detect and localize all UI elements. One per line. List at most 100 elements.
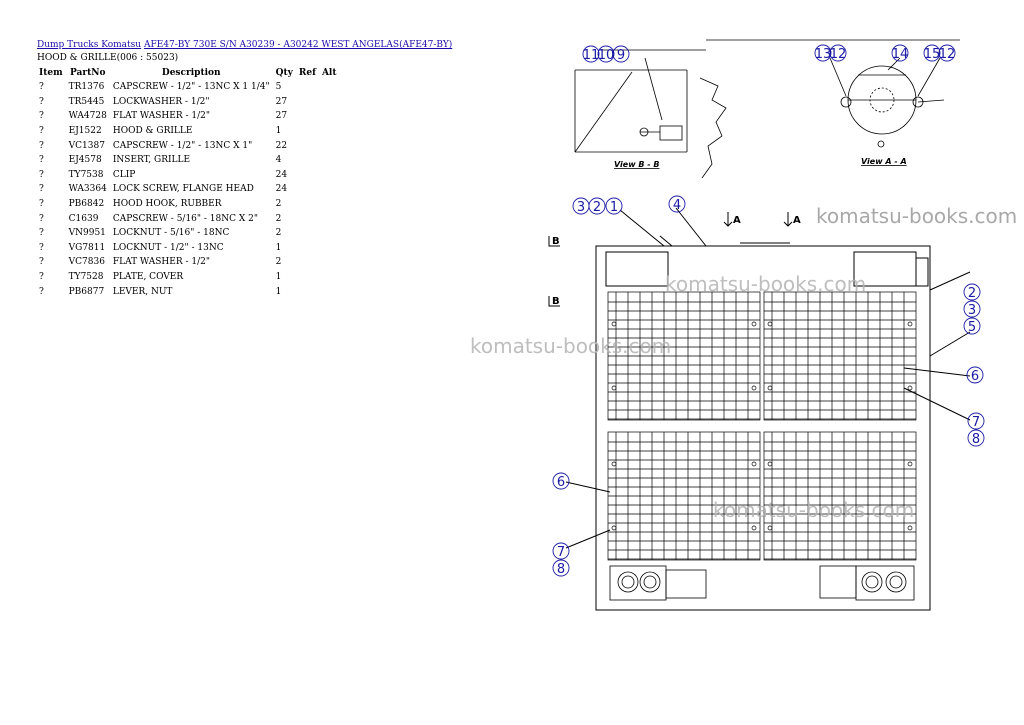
alt-cell bbox=[319, 95, 340, 110]
partno-cell: PB6842 bbox=[68, 199, 105, 210]
table-row: ? VC1387 CAPSCREW - 1/2" - 13NC X 1" 22 bbox=[36, 138, 340, 153]
alt-cell bbox=[319, 226, 340, 241]
qty-cell: 27 bbox=[275, 96, 288, 107]
partno-cell: VC1387 bbox=[68, 140, 105, 151]
alt-cell bbox=[319, 109, 340, 124]
hood-frame bbox=[565, 207, 971, 611]
alt-cell bbox=[319, 197, 340, 212]
alt-cell bbox=[319, 255, 340, 270]
callout-label: 11 bbox=[583, 48, 600, 63]
partno-cell: EJ4578 bbox=[68, 155, 102, 166]
ref-cell bbox=[296, 168, 319, 183]
qty-cell: 2 bbox=[275, 213, 282, 224]
description-cell: INSERT, GRILLE bbox=[112, 155, 191, 166]
ref-cell bbox=[296, 80, 319, 95]
view-b-label: View B - B bbox=[614, 160, 659, 169]
description-cell: LOCKNUT - 5/16" - 18NC bbox=[112, 228, 230, 239]
partno-cell: C1639 bbox=[68, 213, 99, 224]
view-a-label: View A - A bbox=[861, 157, 907, 166]
callout-label: 14 bbox=[892, 47, 909, 62]
table-header-row: Item PartNo Description Qty Ref Alt bbox=[36, 66, 340, 80]
callout-label: 2 bbox=[968, 286, 976, 301]
callout-label: 8 bbox=[972, 432, 980, 447]
table-row: ? VN9951 LOCKNUT - 5/16" - 18NC 2 bbox=[36, 226, 340, 241]
callout-label: 2 bbox=[593, 200, 601, 215]
qty-cell: 22 bbox=[275, 140, 288, 151]
partno-cell: WA3364 bbox=[68, 184, 107, 195]
section-markers: A A B B bbox=[548, 212, 801, 307]
description-cell: CAPSCREW - 1/2" - 13NC X 1" bbox=[112, 140, 253, 151]
ref-cell bbox=[296, 124, 319, 139]
qty-cell: 27 bbox=[275, 111, 288, 122]
callout-label: 10 bbox=[598, 48, 615, 63]
qty-cell: 2 bbox=[275, 257, 282, 268]
ref-cell bbox=[296, 270, 319, 285]
callout-label: 13 bbox=[815, 47, 832, 62]
description-cell: PLATE, COVER bbox=[112, 272, 184, 283]
item-cell: ? bbox=[39, 213, 44, 224]
description-cell: CLIP bbox=[112, 169, 136, 180]
partno-cell: VN9951 bbox=[68, 228, 106, 239]
item-cell: ? bbox=[39, 155, 44, 166]
alt-cell bbox=[319, 138, 340, 153]
qty-cell: 2 bbox=[275, 199, 282, 210]
callout-label: 3 bbox=[968, 303, 976, 318]
item-cell: ? bbox=[39, 184, 44, 195]
parts-table: Item PartNo Description Qty Ref Alt ?TR1… bbox=[36, 66, 340, 299]
breadcrumb-link-model[interactable]: AFE47-BY 730E S/N A30239 - A30242 WEST A… bbox=[143, 40, 453, 50]
view-b-b bbox=[574, 49, 727, 179]
partno-cell: TY7538 bbox=[68, 169, 104, 180]
callout-label: 5 bbox=[968, 320, 976, 335]
qty-cell: 1 bbox=[275, 272, 282, 283]
ref-cell bbox=[296, 241, 319, 256]
table-row: ? TY7528 PLATE, COVER 1 bbox=[36, 270, 340, 285]
description-cell: HOOD HOOK, RUBBER bbox=[112, 199, 222, 210]
header-ref: Ref bbox=[298, 68, 316, 78]
watermark: komatsu-books.com bbox=[665, 272, 867, 296]
qty-cell: 2 bbox=[275, 228, 282, 239]
header-partno: PartNo bbox=[69, 68, 106, 78]
ref-cell bbox=[296, 182, 319, 197]
partno-cell: TY7528 bbox=[68, 272, 104, 283]
ref-cell bbox=[296, 284, 319, 299]
item-cell: ? bbox=[39, 228, 44, 239]
parts-diagram: View B - B View A - A bbox=[548, 39, 985, 611]
item-cell: ? bbox=[39, 286, 44, 297]
section-b-bottom: B bbox=[552, 296, 560, 307]
ref-cell bbox=[296, 153, 319, 168]
qty-cell: 1 bbox=[275, 242, 282, 253]
header-alt: Alt bbox=[321, 68, 337, 78]
description-cell: FLAT WASHER - 1/2" bbox=[112, 257, 210, 268]
item-cell: ? bbox=[39, 82, 44, 93]
breadcrumb-link-category[interactable]: Dump Trucks Komatsu bbox=[37, 40, 142, 50]
alt-cell bbox=[319, 211, 340, 226]
ref-cell bbox=[296, 109, 319, 124]
callout-label: 8 bbox=[557, 562, 565, 577]
callout-circles bbox=[552, 44, 985, 577]
watermark: komatsu-books.com bbox=[713, 498, 915, 522]
alt-cell bbox=[319, 284, 340, 299]
bottom-covers bbox=[609, 565, 915, 601]
ref-cell bbox=[296, 95, 319, 110]
item-cell: ? bbox=[39, 96, 44, 107]
callout-label: 9 bbox=[617, 48, 625, 63]
item-cell: ? bbox=[39, 272, 44, 283]
callout-label: 12 bbox=[939, 47, 956, 62]
page-title: HOOD & GRILLE(006 : 55023) bbox=[37, 53, 179, 63]
watermark: komatsu-books.com bbox=[816, 204, 1018, 228]
description-cell: LOCKWASHER - 1/2" bbox=[112, 96, 210, 107]
qty-cell: 1 bbox=[275, 126, 282, 137]
description-cell: LOCK SCREW, FLANGE HEAD bbox=[112, 184, 254, 195]
ref-cell bbox=[296, 226, 319, 241]
callout-label: 6 bbox=[557, 475, 565, 490]
item-cell: ? bbox=[39, 140, 44, 151]
item-cell: ? bbox=[39, 126, 44, 137]
header-item: Item bbox=[39, 68, 63, 78]
